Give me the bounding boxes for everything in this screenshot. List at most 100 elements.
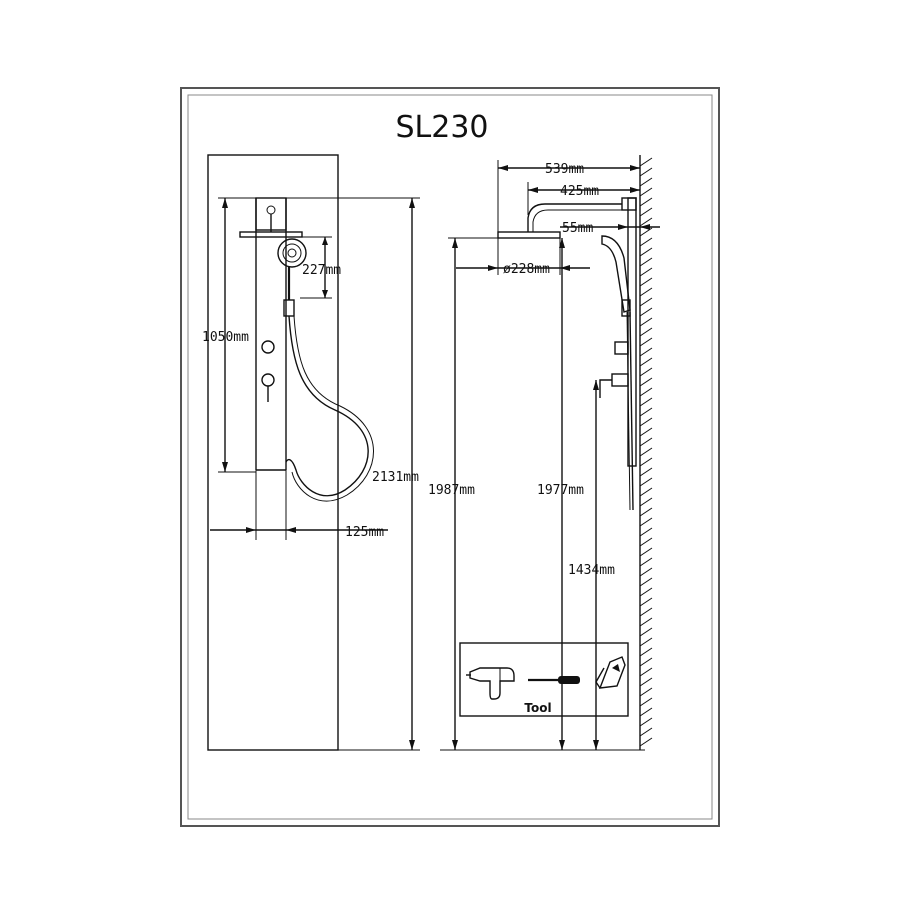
hatch-mark (639, 707, 653, 717)
column-top-cap (621, 197, 637, 211)
dim-55-label: 55mm (562, 221, 593, 236)
dim-1434-label: 1434mm (568, 563, 615, 578)
dim-arrow (593, 740, 599, 750)
dim-125-label: 125mm (345, 525, 384, 540)
dim-arrow (630, 187, 640, 193)
hatch-mark (639, 517, 653, 527)
mixer-side (611, 373, 629, 387)
dim-arrow (559, 740, 565, 750)
hatch-mark (639, 327, 653, 337)
hatch-mark (639, 607, 653, 617)
shower-hose (285, 315, 369, 497)
diverter-knob (261, 340, 275, 354)
hatch-mark (639, 227, 653, 237)
dim-arrow (322, 290, 328, 298)
hand-shower-inner (282, 243, 302, 263)
dim-1050-label: 1050mm (202, 330, 249, 345)
hand-shower (277, 238, 307, 268)
shower-hose-outer (291, 315, 374, 502)
dim-arrow (640, 224, 650, 230)
dim-arrow (618, 224, 628, 230)
mixer-lever-side (599, 379, 612, 398)
hatch-mark (639, 207, 653, 217)
dim-arrow (409, 198, 415, 208)
hatch-mark (639, 217, 653, 227)
hatch-mark (639, 467, 653, 477)
wall-panel (207, 154, 339, 751)
dim-arrow (246, 527, 256, 533)
hatch-mark (639, 617, 653, 627)
screwdriver-icon (528, 676, 580, 684)
hatch-mark (639, 367, 653, 377)
diverter-side (614, 341, 629, 355)
hatch-mark (639, 477, 653, 487)
dim-arrow (630, 165, 640, 171)
hatch-mark (639, 597, 653, 607)
hatch-mark (639, 157, 653, 167)
inner-frame (187, 94, 713, 820)
hatch-mark (639, 677, 653, 687)
hatch-mark (639, 567, 653, 577)
hatch-mark (639, 587, 653, 597)
hatch-mark (639, 187, 653, 197)
hatch-mark (639, 317, 653, 327)
mixer-knob (261, 373, 275, 387)
hatch-mark (639, 697, 653, 707)
hatch-mark (639, 727, 653, 737)
dim-228-label: ø228mm (503, 262, 550, 277)
dim-539-label: 539mm (545, 162, 584, 177)
hatch-mark (639, 197, 653, 207)
tools-label: Tool (524, 701, 551, 715)
mount-screw (266, 205, 276, 215)
hatch-mark (639, 377, 653, 387)
hand-holder-side (621, 299, 631, 317)
hatch-mark (639, 717, 653, 727)
rain-head (239, 231, 303, 238)
hand-shower-side (601, 235, 631, 313)
hatch-mark (639, 637, 653, 647)
hatch-mark (639, 407, 653, 417)
hatch-mark (639, 337, 653, 347)
dim-arrow (286, 527, 296, 533)
dim-2131-label: 2131mm (372, 470, 419, 485)
dim-arrow (322, 237, 328, 245)
hatch-mark (639, 427, 653, 437)
hatch-mark (639, 577, 653, 587)
hatch-mark (639, 397, 653, 407)
hatch-mark (639, 347, 653, 357)
dim-arrow (222, 198, 228, 208)
hatch-mark (639, 297, 653, 307)
tools-frame (459, 642, 629, 717)
hatch-mark (639, 667, 653, 677)
hand-shower-core (287, 248, 297, 258)
hatch-mark (639, 237, 653, 247)
hatch-mark (639, 657, 653, 667)
rain-arm-lower (532, 209, 622, 232)
hatch-mark (639, 267, 653, 277)
hose-side-2 (626, 311, 631, 511)
hatch-mark (639, 687, 653, 697)
dim-arrow (488, 265, 498, 271)
hatch-mark (639, 277, 653, 287)
hatch-mark (639, 647, 653, 657)
hatch-mark (639, 447, 653, 457)
drill-icon (466, 667, 515, 700)
dim-arrow (452, 238, 458, 248)
hatch-mark (639, 437, 653, 447)
hatch-mark (639, 537, 653, 547)
dim-arrow (222, 462, 228, 472)
dim-arrow (528, 187, 538, 193)
hatch-mark (639, 457, 653, 467)
hatch-mark (639, 557, 653, 567)
hatch-mark (639, 257, 653, 267)
hatch-mark (639, 387, 653, 397)
model-title: SL230 (395, 110, 488, 145)
dim-arrow (593, 380, 599, 390)
wall-hatching (639, 157, 653, 747)
rain-head-side (497, 231, 561, 239)
dim-arrow (452, 740, 458, 750)
hatch-mark (639, 487, 653, 497)
hatch-mark (639, 167, 653, 177)
dim-227-label: 227mm (302, 263, 341, 278)
